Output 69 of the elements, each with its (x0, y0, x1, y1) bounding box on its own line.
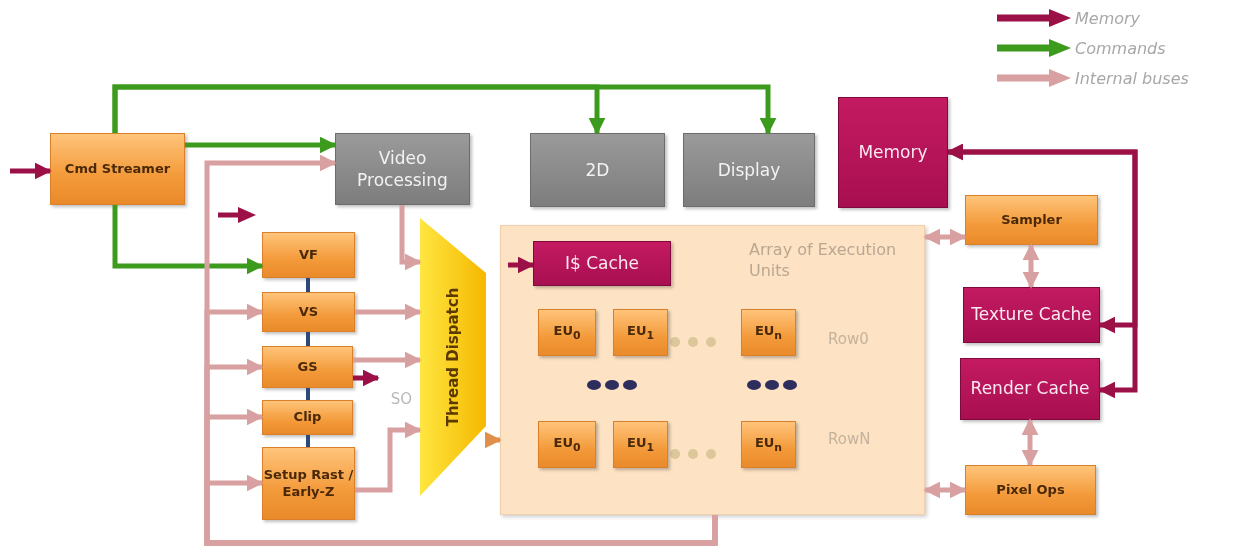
legend-label: Commands (1075, 38, 1166, 58)
arrow (508, 256, 535, 274)
unit-box (613, 309, 668, 356)
arrow (355, 421, 422, 493)
port-text: SO (390, 390, 412, 408)
box-label: VF (299, 246, 318, 264)
box-label: EU$_{1}$ (627, 434, 654, 455)
arrow (1022, 243, 1040, 289)
box-label: VS (298, 303, 319, 321)
arrow (484, 431, 502, 449)
box-label: Cmd Streamer (64, 160, 171, 178)
process-box (262, 232, 355, 278)
box-label: EU$_{0}$ (553, 322, 581, 343)
legend-label: Memory (1075, 8, 1141, 28)
process-box (262, 447, 355, 520)
row-label: Row0 (828, 330, 869, 348)
process-box (262, 400, 353, 435)
process-box (683, 133, 815, 207)
box-label: Memory (858, 141, 928, 164)
process-box (965, 195, 1098, 245)
arrow (204, 474, 718, 546)
box-label: 2D (585, 158, 610, 182)
arrow (1021, 418, 1039, 467)
array-panel (500, 225, 925, 515)
unit-box (538, 421, 596, 468)
process-box (262, 292, 355, 332)
process-box (262, 346, 353, 388)
process-box (335, 133, 470, 205)
dispatch-trapezoid (420, 218, 486, 496)
unit-box (613, 421, 668, 468)
box-label: EU$_{n}$ (754, 322, 783, 343)
process-box (50, 133, 185, 205)
box-label: Sampler (1001, 211, 1062, 229)
arrow (946, 143, 1138, 399)
box-label: Clip (293, 409, 322, 426)
unit-box (741, 309, 796, 356)
box-label: GS (297, 358, 318, 376)
box-label: Thread Dispatch (444, 287, 462, 427)
arrow (353, 369, 380, 387)
process-box (530, 133, 665, 207)
cache-box (960, 358, 1100, 420)
box-label: Video Processing (356, 146, 449, 192)
unit-box (538, 309, 596, 356)
arrow (112, 84, 777, 135)
arrow (112, 205, 264, 275)
arrow (353, 351, 422, 369)
box-label: Texture Cache (971, 304, 1092, 326)
cache-box (963, 287, 1100, 343)
arrow (355, 303, 422, 321)
cache-box (533, 241, 671, 286)
memory-box (838, 97, 948, 208)
process-box (965, 465, 1096, 515)
box-label: Pixel Ops (996, 481, 1065, 499)
unit-box (741, 421, 796, 468)
box-label: Render Cache (970, 378, 1090, 400)
arrow (399, 205, 422, 271)
box-label: Display (717, 158, 781, 182)
arrow (10, 162, 52, 180)
arrow (185, 136, 337, 154)
panel-title: Array of Execution Units (749, 240, 898, 282)
box-label: EU$_{0}$ (553, 434, 581, 455)
legend-label: Internal buses (1075, 68, 1189, 88)
box-label: EU$_{1}$ (627, 322, 654, 343)
box-label: Setup Rast / Early-Z (263, 466, 354, 501)
box-label: EU$_{n}$ (754, 434, 783, 455)
box-label: I$ Cache (564, 252, 640, 275)
arrow (923, 481, 967, 499)
row-label: RowN (828, 430, 871, 448)
arrow (923, 228, 967, 246)
